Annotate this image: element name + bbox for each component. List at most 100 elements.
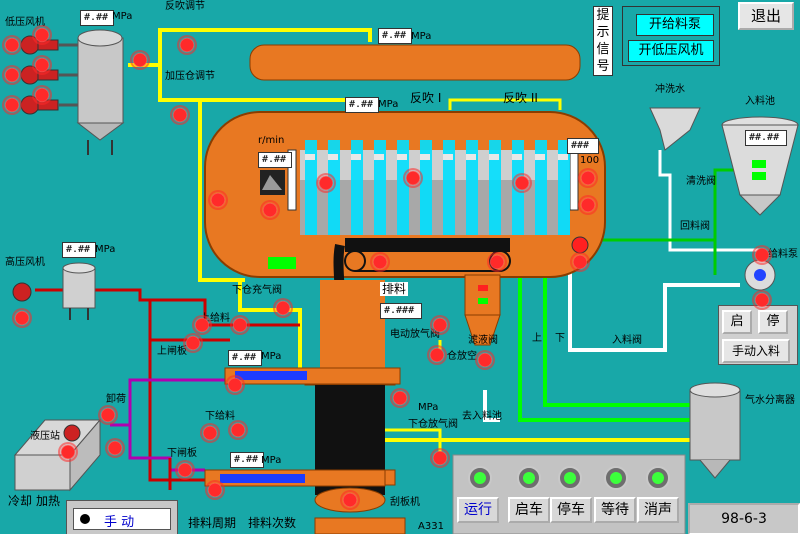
feed-tank-level: ##.## — [745, 130, 787, 146]
label-clean-valve: 清洗阀 — [686, 176, 716, 187]
alarm-icon — [107, 440, 123, 456]
alarm-icon — [60, 444, 76, 460]
alert-start-feed-pump: 开给料泵 — [636, 14, 714, 36]
label-backblow-1: 反吹 I — [410, 91, 442, 105]
alarm-icon — [194, 317, 210, 333]
radio-icon — [80, 514, 90, 524]
alarm-icon — [4, 97, 20, 113]
mode-label: 手 动 — [104, 515, 135, 530]
label-backblow-2: 反吹 II — [503, 91, 538, 105]
rpm-unit: r/min — [258, 135, 285, 146]
label-feed-valve: 入料阀 — [612, 335, 642, 346]
alarm-icon — [580, 197, 596, 213]
label-to-feed-tank: 去入料池 — [462, 411, 502, 422]
mode-indicator[interactable]: 手 动 — [73, 508, 171, 530]
label-filtrate-valve: 滤液阀 — [468, 335, 498, 346]
alarm-icon — [230, 422, 246, 438]
label-low-fan: 低压风机 — [5, 17, 45, 28]
run-indicator — [468, 466, 492, 490]
alarm-icon — [392, 390, 408, 406]
alarm-icon — [227, 377, 243, 393]
pressure-upper-bin: #.## — [228, 350, 262, 366]
label-press-adjust: 加压仓调节 — [165, 71, 215, 82]
exit-button[interactable]: 退出 — [738, 2, 794, 30]
label-upper-feed: 上给料 — [200, 313, 230, 324]
alarm-icon — [262, 202, 278, 218]
label-discharge: 排料 — [380, 282, 409, 296]
alarm-icon — [177, 462, 193, 478]
label-lower-bin-vent: 下仓充气阀 — [232, 285, 282, 296]
label-upper-gate: 上闸板 — [157, 346, 187, 357]
alarm-icon — [754, 247, 770, 263]
feed-start-button[interactable]: 启 — [722, 310, 752, 334]
alarm-icon — [580, 170, 596, 186]
stop-indicator — [558, 466, 582, 490]
label-discharge-count: 排料次数 — [248, 516, 297, 530]
label-scraper: 刮板机 — [390, 497, 420, 508]
run-button[interactable]: 运行 — [457, 497, 499, 523]
label-unload: 卸荷 — [106, 394, 126, 405]
feed-stop-button[interactable]: 停 — [758, 310, 788, 334]
alarm-icon — [232, 317, 248, 333]
alarm-icon — [489, 254, 505, 270]
label-cooling: 冷却 — [8, 494, 33, 508]
level-display: ### — [567, 138, 599, 154]
silence-button[interactable]: 消声 — [637, 497, 679, 523]
unit-lp-fan: MPa — [112, 11, 133, 22]
label-water-separator: 气水分离器 — [745, 395, 795, 406]
alarm-icon — [34, 87, 50, 103]
label-electric-vent-valve: 电动放气阀 — [390, 329, 440, 340]
start-button[interactable]: 启车 — [508, 497, 550, 523]
label-100: 100 — [580, 155, 600, 166]
label-bin-vent: 仓放空 — [447, 351, 477, 362]
alarm-icon — [514, 175, 530, 191]
label-down: 下 — [555, 333, 565, 344]
alarm-icon — [372, 254, 388, 270]
label-up: 上 — [532, 333, 542, 344]
hydraulic-station — [13, 418, 102, 492]
label-rinse-water: 冲洗水 — [655, 84, 685, 95]
alarm-icon — [4, 37, 20, 53]
alarm-icon — [342, 492, 358, 508]
alarm-icon — [100, 407, 116, 423]
alarm-icon — [210, 192, 226, 208]
unit-lower-bin: MPa — [261, 455, 282, 466]
alarm-icon — [432, 317, 448, 333]
alarm-icon — [572, 254, 588, 270]
alarm-icon — [132, 52, 148, 68]
pressure-vessel: #.## — [345, 97, 379, 113]
stop-button[interactable]: 停车 — [550, 497, 592, 523]
unit-upper-bin: MPa — [261, 351, 282, 362]
label-heating: 加热 — [36, 494, 61, 508]
wait-button[interactable]: 等待 — [594, 497, 636, 523]
alarm-icon — [432, 450, 448, 466]
label-high-fan: 高压风机 — [5, 257, 45, 268]
alarm-icon — [318, 175, 334, 191]
label-lower-gate: 下闸板 — [167, 448, 197, 459]
cyclone — [464, 274, 501, 346]
high-pressure-fan — [12, 262, 96, 320]
label-feed-pump: 给料泵 — [768, 249, 798, 260]
alarm-icon — [185, 335, 201, 351]
unit-mid: MPa — [418, 402, 439, 413]
label-feed-tank: 入料池 — [745, 96, 775, 107]
wait-indicator — [604, 466, 628, 490]
pressure-hp-fan: #.## — [62, 242, 96, 258]
label-a331: A331 — [418, 521, 444, 532]
alarm-icon — [34, 27, 50, 43]
pressure-lower-bin: #.## — [230, 452, 264, 468]
discharge-column — [204, 280, 406, 534]
manual-feed-button[interactable]: 手动入料 — [722, 339, 790, 363]
alarm-icon — [179, 37, 195, 53]
low-pressure-fans — [20, 35, 80, 115]
label-hydraulic-station: 液压站 — [30, 431, 60, 442]
alarm-icon — [172, 107, 188, 123]
alarm-icon — [14, 310, 30, 326]
feed-pump — [744, 259, 776, 291]
header-tank — [249, 44, 581, 81]
label-return-valve: 回料阀 — [680, 221, 710, 232]
alarm-icon — [202, 425, 218, 441]
label-lower-feed: 下给料 — [205, 411, 235, 422]
alarm-icon — [429, 347, 445, 363]
